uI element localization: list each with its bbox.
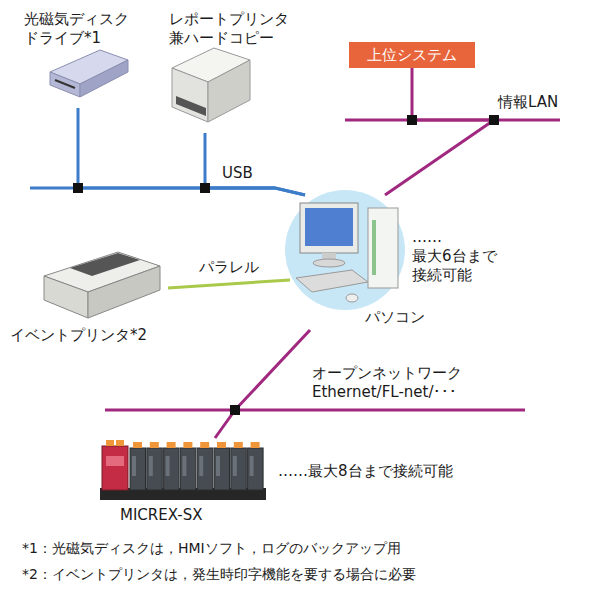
io-module [197,448,213,490]
module-highlight [132,456,136,476]
drive-side [80,60,128,97]
junction-dot [407,115,417,125]
io-module [164,448,180,490]
pc-tower [368,208,398,288]
module-highlight [233,456,237,476]
printer-side [208,60,250,122]
pc-icon [296,203,398,302]
module-connector [106,440,114,446]
monitor-screen [305,208,353,246]
drive-front [50,72,80,97]
network-name: オープンネットワーク Ethernet/FL-net/･･･ [312,364,462,402]
junction-dot [200,183,210,193]
module-highlight [216,456,220,476]
system-box: 上位システム [349,42,475,68]
module-connector [217,442,226,448]
printer-side [88,266,160,318]
module-highlight [166,456,170,476]
report-printer-icon [172,48,250,122]
bus-name: USB [222,164,253,183]
module-highlight [250,456,254,476]
module-connector [251,442,260,448]
pc-device: パソコン [290,195,430,330]
module-connector [234,442,243,448]
monitor-base [313,259,345,267]
module-highlight [199,456,203,476]
junction-dot [73,183,83,193]
drive-slot [55,80,75,88]
node-label: 上位システム [367,46,457,65]
io-module [130,448,146,490]
junction-dots [73,115,499,415]
io-module [214,448,230,490]
module-highlight [149,456,153,476]
module-panel [106,456,124,466]
module-connector [183,442,192,448]
network-bus [105,409,525,412]
printer-slot [70,253,140,276]
note-text: ……最大6台まで 接続可能 [412,228,497,284]
connector-line [78,108,305,195]
plc-device: MICREX-SX [95,438,275,530]
io-module [147,448,163,490]
connector-label: パラレル [197,258,261,277]
drive-device: 光磁気ディスク ドライブ*1 [20,8,155,108]
printer-tray [176,96,206,116]
monitor-frame [300,203,358,253]
module-highlight [182,456,186,476]
io-module [248,448,264,490]
network-name: 情報LAN [498,93,558,112]
connector-line [215,330,310,438]
module-connector [150,442,159,448]
module-connector [133,442,142,448]
tower-stripe [372,220,376,275]
module-connector [167,442,176,448]
module-connector [200,442,209,448]
power-module [102,446,128,490]
node-label: 光磁気ディスク ドライブ*1 [24,10,129,48]
node-label: パソコン [365,308,425,327]
node-label: イベントプリンタ*2 [10,326,147,345]
note-text: ……最大8台まで接続可能 [278,462,453,481]
connector-line [205,133,305,195]
node-label: MICREX-SX [120,506,202,525]
plc-icon [100,440,266,500]
footnote: *2：イベントプリンタは，発生時印字機能を要する場合に必要 [22,566,416,584]
footnote: *1：光磁気ディスクは，HMIソフト，ログのバックアップ用 [22,540,401,558]
junction-dot [230,405,240,415]
pc-halo [285,190,405,310]
node-label: レポートプリンタ 兼ハードコピー [169,10,289,48]
connector-line [168,280,290,288]
module-connector [116,440,124,446]
printer-front [44,276,88,318]
keyboard [296,270,368,292]
junction-dot [489,115,499,125]
disk-drive-icon [50,50,128,97]
printer-device: レポートプリンタ 兼ハードコピー [165,8,300,133]
printer-front [172,68,208,122]
io-module [180,448,196,490]
event-printer-icon [44,252,160,318]
connector-line [385,68,494,195]
mouse [346,294,358,302]
io-module [231,448,247,490]
event-printer-device: イベントプリンタ*2 [8,248,168,348]
